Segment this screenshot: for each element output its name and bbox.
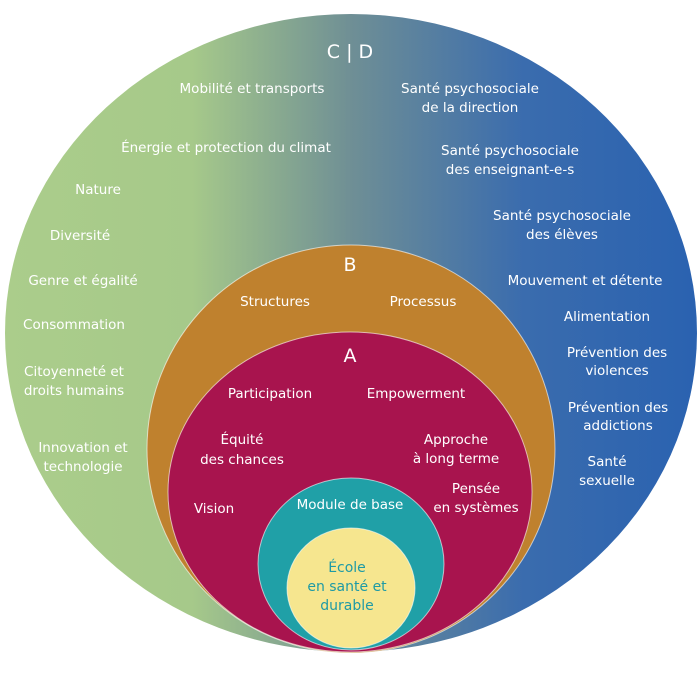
ring-a-item: en systèmes: [433, 500, 518, 516]
module-label: Module de base: [297, 497, 404, 513]
ring-b-title: B: [343, 254, 356, 276]
outer-left-topics: Mobilité et transports Énergie et protec…: [23, 81, 331, 475]
ring-a-item: Approche: [424, 432, 488, 448]
ring-a-item: Pensée: [452, 481, 500, 497]
topic-label: Santé psychosociale: [493, 208, 631, 224]
ring-a-item: à long terme: [413, 451, 499, 467]
topic-label: de la direction: [422, 100, 519, 116]
topic-label: droits humains: [24, 383, 124, 399]
topic-label: Santé psychosociale: [401, 81, 539, 97]
ring-a-item: Empowerment: [367, 386, 465, 402]
topic-label: Mouvement et détente: [508, 273, 663, 289]
core-label: École: [328, 559, 366, 576]
topic-label: violences: [585, 363, 648, 379]
topic-label: sexuelle: [579, 473, 635, 489]
outer-right-topics: Santé psychosociale de la direction Sant…: [401, 81, 668, 489]
ring-a-item: des chances: [200, 452, 284, 468]
topic-label: des enseignant-e-s: [446, 162, 574, 178]
topic-label: Prévention des: [568, 400, 668, 416]
topic-label: Genre et égalité: [28, 273, 137, 289]
core-label: durable: [320, 598, 373, 614]
ring-a-item: Vision: [194, 501, 234, 517]
ring-b-item: Processus: [390, 294, 457, 310]
core-circle: [286, 527, 416, 649]
topic-label: Mobilité et transports: [180, 81, 325, 97]
ring-a-item: Participation: [228, 386, 312, 402]
topic-label: technologie: [43, 459, 122, 475]
topic-label: Nature: [75, 182, 121, 198]
topic-label: des élèves: [526, 227, 598, 243]
topic-label: Consommation: [23, 317, 125, 333]
topic-label: Santé: [588, 454, 627, 470]
ring-a-title: A: [344, 345, 357, 367]
topic-label: Alimentation: [564, 309, 650, 325]
topic-label: addictions: [583, 418, 652, 434]
core-label: en santé et: [307, 579, 387, 595]
ring-a-item: Équité: [220, 431, 263, 448]
topic-label: Diversité: [50, 228, 110, 244]
topic-label: Innovation et: [38, 440, 127, 456]
topic-label: Citoyenneté et: [24, 364, 124, 380]
topic-label: Santé psychosociale: [441, 143, 579, 159]
topic-label: Prévention des: [567, 345, 667, 361]
outer-title: C | D: [327, 41, 373, 63]
topic-label: Énergie et protection du climat: [121, 139, 331, 156]
ring-b-item: Structures: [240, 294, 310, 310]
